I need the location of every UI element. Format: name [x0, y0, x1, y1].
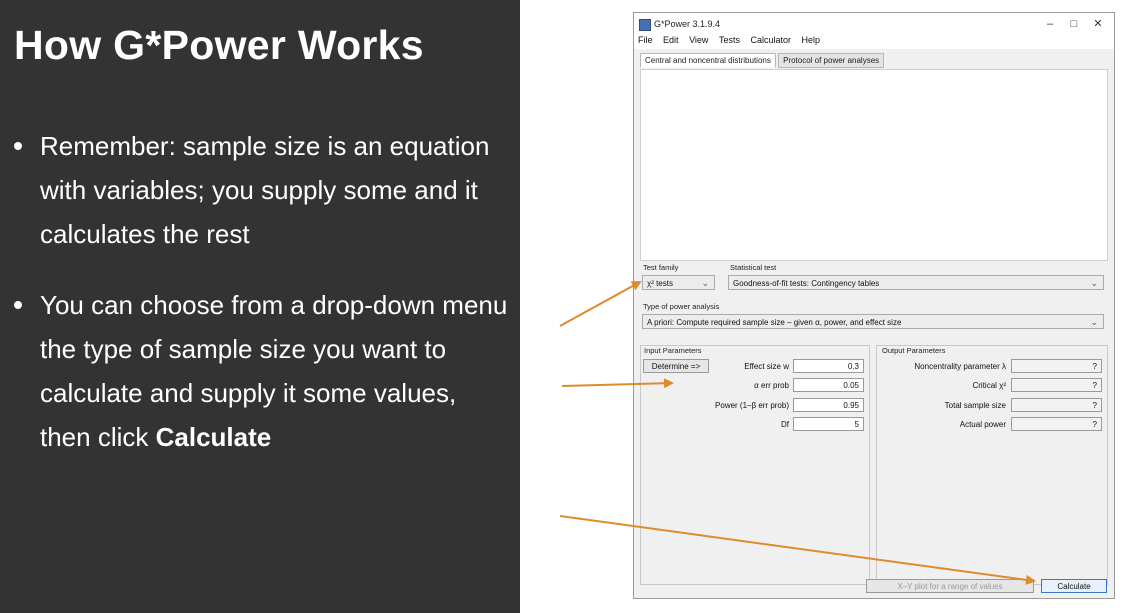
output-parameters-title: Output Parameters: [882, 346, 946, 355]
total-sample-size-label: Total sample size: [944, 401, 1006, 410]
gpower-window: G*Power 3.1.9.4 – □ ✕ File Edit View Tes…: [633, 12, 1115, 599]
slide-title: How G*Power Works: [14, 22, 424, 68]
menu-edit[interactable]: Edit: [663, 35, 679, 45]
critical-chi-output: ?: [1011, 378, 1102, 392]
bullet-emphasis: Calculate: [155, 422, 272, 452]
effect-size-label: Effect size w: [744, 362, 789, 371]
chevron-down-icon: ⌄: [1090, 317, 1098, 327]
gpower-app-icon: [639, 19, 651, 31]
actual-power-label: Actual power: [959, 420, 1006, 429]
bullet-item: You can choose from a drop-down menu the…: [14, 283, 514, 459]
bullet-list: Remember: sample size is an equation wit…: [14, 124, 514, 486]
input-parameters-title: Input Parameters: [644, 346, 702, 355]
df-input[interactable]: 5: [793, 417, 864, 431]
close-icon[interactable]: ✕: [1093, 18, 1103, 30]
critical-chi-label: Critical χ²: [972, 381, 1006, 390]
tab-protocol[interactable]: Protocol of power analyses: [778, 53, 885, 68]
alpha-input[interactable]: 0.05: [793, 378, 864, 392]
bullet-text: You can choose from a drop-down menu the…: [40, 290, 508, 452]
total-sample-size-output: ?: [1011, 398, 1102, 412]
test-family-value: χ² tests: [647, 279, 673, 288]
analysis-type-select[interactable]: A priori: Compute required sample size –…: [642, 314, 1104, 329]
menu-bar: File Edit View Tests Calculator Help: [634, 35, 1114, 49]
tab-distributions[interactable]: Central and noncentral distributions: [640, 53, 776, 68]
maximize-icon[interactable]: □: [1070, 18, 1078, 30]
power-label: Power (1–β err prob): [715, 401, 789, 410]
noncentrality-output: ?: [1011, 359, 1102, 373]
bullet-dot-icon: [14, 301, 22, 309]
analysis-type-label: Type of power analysis: [643, 302, 720, 311]
menu-tests[interactable]: Tests: [718, 35, 740, 45]
df-label: Df: [781, 420, 789, 429]
menu-calculator[interactable]: Calculator: [750, 35, 791, 45]
determine-button[interactable]: Determine =>: [643, 359, 709, 373]
window-titlebar: G*Power 3.1.9.4 – □ ✕: [634, 13, 1114, 35]
chevron-down-icon: ⌄: [701, 278, 709, 288]
analysis-type-value: A priori: Compute required sample size –…: [647, 318, 902, 327]
power-input[interactable]: 0.95: [793, 398, 864, 412]
bullet-text: Remember: sample size is an equation wit…: [40, 131, 490, 249]
input-parameters-panel: [640, 345, 870, 585]
test-family-select[interactable]: χ² tests ⌄: [642, 275, 715, 290]
statistical-test-value: Goodness-of-fit tests: Contingency table…: [733, 279, 880, 288]
noncentrality-label: Noncentrality parameter λ: [914, 362, 1006, 371]
bullet-dot-icon: [14, 142, 22, 150]
window-title: G*Power 3.1.9.4: [654, 19, 721, 29]
effect-size-input[interactable]: 0.3: [793, 359, 864, 373]
bullet-item: Remember: sample size is an equation wit…: [14, 124, 514, 256]
menu-help[interactable]: Help: [801, 35, 821, 45]
test-family-label: Test family: [643, 263, 679, 272]
chevron-down-icon: ⌄: [1090, 278, 1098, 288]
actual-power-output: ?: [1011, 417, 1102, 431]
minimize-icon[interactable]: –: [1046, 18, 1054, 30]
menu-file[interactable]: File: [638, 35, 653, 45]
distribution-plot-area: [640, 69, 1108, 261]
slide-text-panel: How G*Power Works Remember: sample size …: [0, 0, 520, 613]
screenshot-area: G*Power 3.1.9.4 – □ ✕ File Edit View Tes…: [520, 0, 1126, 613]
statistical-test-select[interactable]: Goodness-of-fit tests: Contingency table…: [728, 275, 1104, 290]
calculate-button[interactable]: Calculate: [1041, 579, 1107, 593]
tab-strip: Central and noncentral distributions Pro…: [640, 53, 885, 68]
alpha-label: α err prob: [754, 381, 789, 390]
xy-plot-button[interactable]: X–Y plot for a range of values: [866, 579, 1034, 593]
statistical-test-label: Statistical test: [730, 263, 777, 272]
menu-view[interactable]: View: [689, 35, 709, 45]
